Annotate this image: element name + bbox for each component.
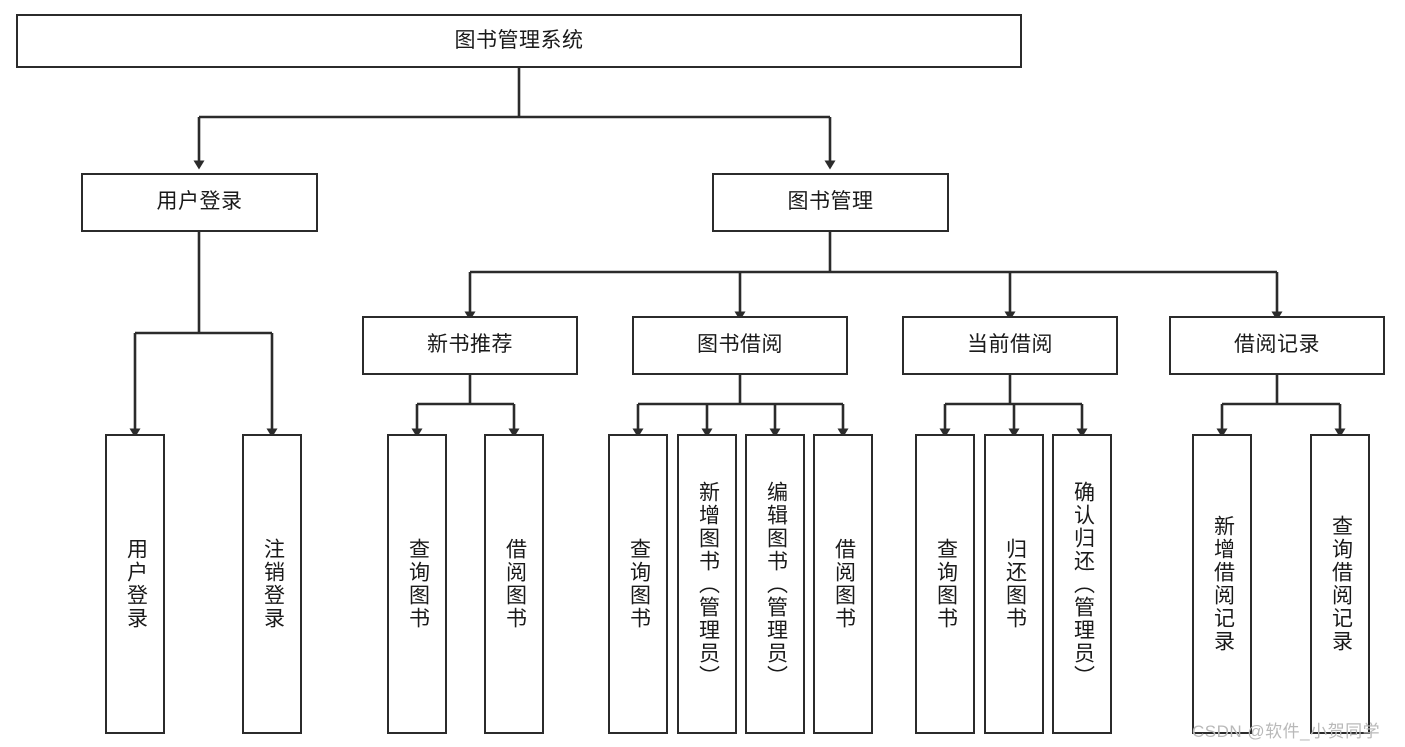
leaf-logout[interactable]: 注销登录 <box>242 434 302 734</box>
leaf-edit-book-admin[interactable]: 编辑图书（管理员） <box>745 434 805 734</box>
leaf-borrow-book-recommend[interactable]: 借阅图书 <box>484 434 544 734</box>
node-label: 确认归还（管理员） <box>1071 480 1095 688</box>
node-label: 借阅图书 <box>832 538 856 630</box>
leaf-query-borrow-record[interactable]: 查询借阅记录 <box>1310 434 1370 734</box>
node-label: 查询图书 <box>934 538 958 630</box>
node-label: 查询借阅记录 <box>1329 515 1353 653</box>
node-user-login[interactable]: 用户登录 <box>81 173 318 232</box>
node-book-borrow[interactable]: 图书借阅 <box>632 316 848 375</box>
leaf-query-book-recommend[interactable]: 查询图书 <box>387 434 447 734</box>
leaf-confirm-return-admin[interactable]: 确认归还（管理员） <box>1052 434 1112 734</box>
node-label: 编辑图书（管理员） <box>764 480 788 688</box>
leaf-query-book-borrow[interactable]: 查询图书 <box>608 434 668 734</box>
node-label: 新增借阅记录 <box>1211 515 1235 653</box>
leaf-borrow-book[interactable]: 借阅图书 <box>813 434 873 734</box>
node-label: 新书推荐 <box>427 333 513 357</box>
leaf-user-login[interactable]: 用户登录 <box>105 434 165 734</box>
node-current-borrow[interactable]: 当前借阅 <box>902 316 1118 375</box>
node-label: 查询图书 <box>627 538 651 630</box>
node-label: 借阅图书 <box>503 538 527 630</box>
leaf-add-borrow-record[interactable]: 新增借阅记录 <box>1192 434 1252 734</box>
node-label: 新增图书（管理员） <box>696 480 720 688</box>
node-root-library-system[interactable]: 图书管理系统 <box>16 14 1022 68</box>
leaf-return-book[interactable]: 归还图书 <box>984 434 1044 734</box>
node-label: 图书管理 <box>787 190 874 214</box>
node-label: 当前借阅 <box>967 333 1053 357</box>
node-label: 用户登录 <box>124 538 148 630</box>
node-book-management[interactable]: 图书管理 <box>712 173 949 232</box>
leaf-query-book-current[interactable]: 查询图书 <box>915 434 975 734</box>
node-label: 图书管理系统 <box>454 28 584 52</box>
node-label: 用户登录 <box>156 190 243 214</box>
node-label: 图书借阅 <box>697 333 783 357</box>
leaf-add-book-admin[interactable]: 新增图书（管理员） <box>677 434 737 734</box>
node-new-book-recommend[interactable]: 新书推荐 <box>362 316 578 375</box>
node-label: 查询图书 <box>406 538 430 630</box>
node-borrow-record[interactable]: 借阅记录 <box>1169 316 1385 375</box>
node-label: 注销登录 <box>261 538 285 630</box>
node-label: 归还图书 <box>1003 538 1027 630</box>
node-label: 借阅记录 <box>1234 333 1320 357</box>
